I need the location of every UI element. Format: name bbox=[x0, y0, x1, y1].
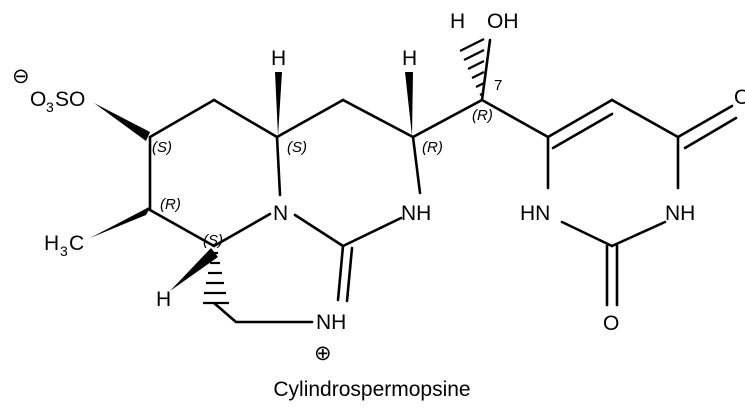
ring-nh: NH bbox=[401, 202, 431, 225]
uracil-hn: HN bbox=[520, 202, 550, 225]
bond bbox=[341, 216, 403, 248]
wedge-bond bbox=[90, 206, 151, 238]
carbonyl-oxygen-bottom: O bbox=[603, 312, 619, 335]
positive-charge: ⊕ bbox=[314, 342, 332, 365]
hydroxyl-label: OH bbox=[487, 10, 519, 33]
imine-nh: NH bbox=[316, 311, 346, 334]
bond bbox=[610, 220, 667, 248]
bond bbox=[212, 212, 272, 248]
stereo-label: (R) bbox=[422, 139, 443, 156]
position-number: 7 bbox=[494, 77, 502, 94]
bond bbox=[275, 135, 282, 197]
bond bbox=[546, 98, 614, 139]
methyl-c: C bbox=[69, 232, 84, 255]
hydrogen-label: H bbox=[402, 47, 417, 70]
carbonyl-oxygen-right: O bbox=[734, 86, 745, 109]
bond bbox=[345, 246, 354, 303]
bond bbox=[551, 112, 614, 150]
stereo-label: (S) bbox=[203, 232, 223, 249]
sulfate-subscript: 3 bbox=[46, 99, 54, 115]
bond bbox=[341, 98, 415, 139]
hydrogen-label: H bbox=[156, 288, 171, 311]
bond bbox=[148, 208, 216, 248]
bond bbox=[480, 38, 492, 102]
wedge-bond bbox=[275, 72, 282, 136]
stereo-descriptors: (S) (R) (S) (S) (R) (R) 7 bbox=[152, 77, 502, 249]
wedge-bond bbox=[94, 103, 150, 141]
bond bbox=[212, 98, 279, 139]
stereo-label: (S) bbox=[287, 139, 307, 156]
hydrogen-label: H bbox=[450, 10, 465, 33]
bond bbox=[411, 135, 422, 195]
stereo-label: (R) bbox=[472, 107, 493, 124]
stereo-label: (R) bbox=[160, 196, 181, 213]
sulfate-charge: ⊖ bbox=[12, 65, 30, 88]
hydrogen-label: H bbox=[271, 47, 286, 70]
wedge-bond bbox=[405, 72, 413, 136]
wedge-bonds bbox=[90, 72, 413, 291]
bond bbox=[480, 98, 550, 139]
hashed-bond-c9 bbox=[203, 251, 237, 323]
methyl-subscript: 3 bbox=[60, 243, 68, 259]
bond bbox=[560, 220, 614, 248]
ring-nitrogen: N bbox=[273, 202, 288, 225]
bond bbox=[676, 104, 734, 139]
sulfate-so: SO bbox=[55, 88, 85, 111]
methyl-h: H bbox=[44, 232, 59, 255]
bond bbox=[610, 98, 680, 139]
wedge-bond bbox=[170, 248, 218, 291]
atom-labels: ⊖ O 3 SO H 3 C H H H H OH N NH NH ⊕ HN N… bbox=[12, 10, 745, 365]
hashed-bond-c7 bbox=[459, 38, 485, 96]
bond bbox=[683, 116, 738, 150]
bond-lines bbox=[148, 38, 738, 324]
bond bbox=[148, 98, 216, 139]
bond bbox=[411, 98, 484, 139]
bond bbox=[336, 244, 345, 302]
stereo-label: (S) bbox=[152, 139, 172, 156]
bond bbox=[275, 98, 345, 139]
molecule-name: Cylindrospermopsine bbox=[273, 378, 470, 401]
sulfate-o3: O bbox=[30, 88, 46, 111]
bond bbox=[293, 213, 345, 248]
uracil-nh: NH bbox=[665, 202, 695, 225]
